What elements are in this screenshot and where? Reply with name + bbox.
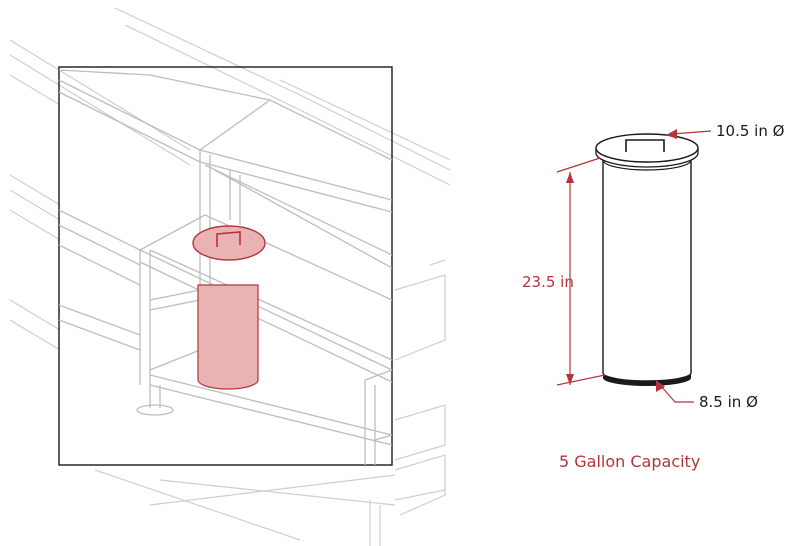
receptacle-detail (595, 133, 699, 386)
lid-handle (625, 139, 665, 152)
inset-frame (58, 66, 393, 466)
height-label: 23.5 in (522, 273, 574, 291)
height-arrow-top (566, 172, 574, 183)
bottom-diameter-label: 8.5 in Ø (699, 393, 758, 411)
bottom-diameter-leader (659, 384, 694, 403)
receptacle-body-highlight (197, 284, 259, 390)
highlighted-receptacle (192, 225, 266, 390)
lid-handle-highlight (216, 231, 241, 247)
top-diameter-label: 10.5 in Ø (716, 122, 785, 140)
dimension-lines (556, 129, 712, 403)
background-table-frame (9, 7, 451, 546)
table-structure (58, 69, 393, 465)
bottom-diameter-arrow (656, 380, 665, 392)
receptacle-lid-highlight (192, 225, 266, 261)
receptacle-body (602, 160, 692, 382)
top-diameter-arrow (666, 129, 677, 139)
capacity-caption: 5 Gallon Capacity (559, 452, 700, 471)
top-diameter-leader (671, 130, 712, 135)
height-arrow-bottom (566, 374, 574, 385)
